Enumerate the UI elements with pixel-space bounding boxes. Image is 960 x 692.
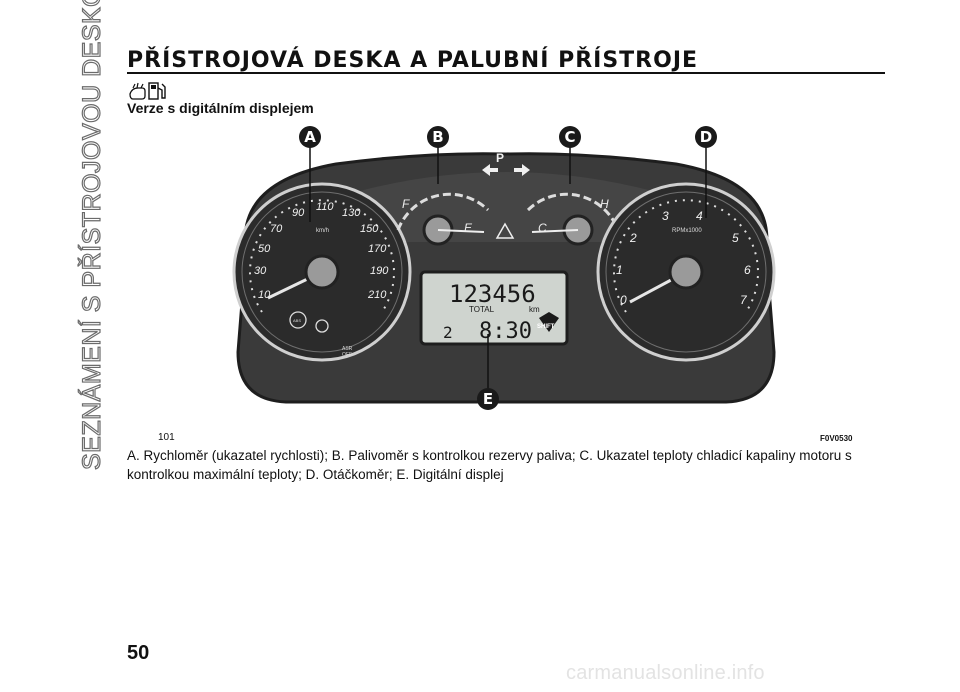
speed-tick-210: 210	[367, 289, 387, 301]
fuel-gauge: F E	[396, 192, 490, 246]
callout-b: B	[427, 126, 449, 148]
speed-tick-90: 90	[292, 207, 305, 219]
speed-tick-130: 130	[342, 207, 361, 219]
temp-hot-label: H	[600, 197, 609, 211]
odometer-unit: km	[529, 305, 540, 314]
speed-tick-70: 70	[270, 223, 283, 235]
fuel-pump-icon	[129, 82, 166, 100]
asr-label: ASR	[342, 346, 353, 352]
instrument-cluster-figure: 10 30 50 70 90 110 130 150 170 190 210 k…	[232, 146, 776, 404]
tachometer: 0 1 2 3 4 5 6 7 RPMx1000	[596, 182, 776, 362]
clock-display: 8:30	[479, 319, 532, 344]
abs-warning-label: ABS	[293, 318, 301, 323]
figure-caption: A. Rychloměr (ukazatel rychlosti); B. Pa…	[127, 448, 852, 482]
center-warning-icons: P	[482, 151, 530, 239]
title-rule	[127, 72, 885, 74]
rpm-tick-1: 1	[616, 263, 623, 277]
speed-tick-30: 30	[254, 265, 267, 277]
speed-tick-150: 150	[360, 223, 379, 235]
digital-display: 123456 TOTAL km 2 8:30 SHIFT	[419, 270, 569, 346]
speedometer: 10 30 50 70 90 110 130 150 170 190 210 k…	[232, 182, 412, 362]
figure-number: 101	[158, 432, 175, 443]
speed-tick-50: 50	[258, 243, 271, 255]
odometer-value: 123456	[449, 280, 536, 308]
callout-d: D	[695, 126, 717, 148]
speed-tick-190: 190	[370, 265, 389, 277]
callout-e: E	[477, 388, 499, 410]
watermark: carmanualsonline.info	[566, 662, 765, 684]
shift-indicator: SHIFT	[537, 324, 555, 330]
speed-tick-110: 110	[316, 201, 334, 213]
fuel-empty-label: E	[464, 221, 473, 235]
section-title: PŘÍSTROJOVÁ DESKA A PALUBNÍ PŘÍSTROJE	[127, 48, 699, 73]
figure-code: F0V0530	[820, 434, 853, 443]
temp-cold-label: C	[538, 221, 547, 235]
rpm-tick-2: 2	[629, 231, 637, 245]
callout-c: C	[559, 126, 581, 148]
odometer-label: TOTAL	[469, 305, 495, 314]
svg-text:P: P	[496, 151, 504, 165]
temperature-gauge: C H	[526, 192, 620, 246]
callout-a: A	[299, 126, 321, 148]
fuel-full-label: F	[402, 197, 410, 211]
rpm-tick-7: 7	[740, 293, 748, 307]
speed-tick-170: 170	[368, 243, 387, 255]
chapter-side-title: SEZNÁMENÍ S PŘÍSTROJOVOU DESKOU	[77, 0, 106, 471]
subsection-title: Verze s digitálním displejem	[127, 100, 314, 116]
page-number: 50	[127, 642, 150, 664]
gear-indicator: 2	[443, 323, 453, 342]
speed-unit: km/h	[316, 228, 329, 234]
asr-off-label: OFF	[342, 352, 352, 358]
speed-tick-10: 10	[258, 289, 271, 301]
rpm-tick-3: 3	[662, 209, 669, 223]
rpm-unit: RPMx1000	[672, 228, 702, 234]
rpm-tick-4: 4	[696, 209, 703, 223]
rpm-tick-6: 6	[744, 263, 751, 277]
rpm-tick-5: 5	[732, 231, 739, 245]
rpm-tick-0: 0	[620, 293, 627, 307]
